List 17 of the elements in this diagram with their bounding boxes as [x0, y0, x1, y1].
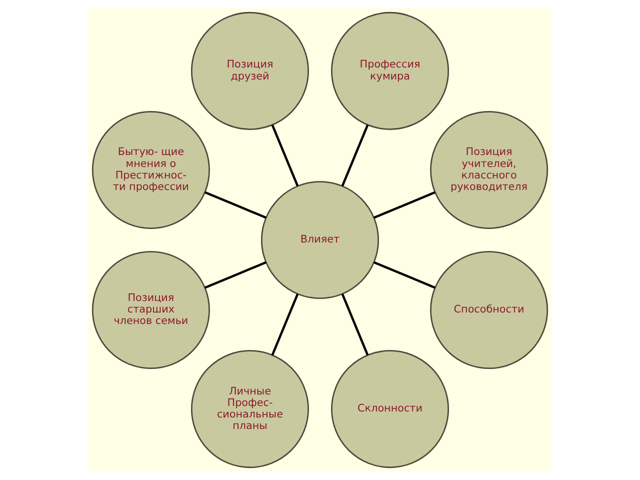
node-circle: Способности [430, 251, 548, 370]
node-circle: Склонности [331, 350, 450, 468]
node-circle: Позиция старших членов семьи [92, 251, 210, 370]
connector [374, 261, 436, 289]
node-circle: Влияет [260, 180, 380, 300]
connector [341, 124, 369, 186]
connector [204, 191, 266, 219]
connector [204, 261, 266, 289]
node-circle: Позиция друзей [190, 12, 309, 130]
node-circle: Позиция учителей, классного руководителя [430, 110, 548, 229]
node-circle: Бытую- щие мнения о Престижнос- ти профессии [92, 110, 210, 229]
node-circle: Профессия кумира [331, 12, 450, 130]
connector [341, 294, 369, 356]
node-circle: Личные Профес- сиональные планы [190, 350, 309, 468]
connector [271, 124, 299, 186]
connector [374, 191, 436, 219]
connector [271, 294, 299, 356]
